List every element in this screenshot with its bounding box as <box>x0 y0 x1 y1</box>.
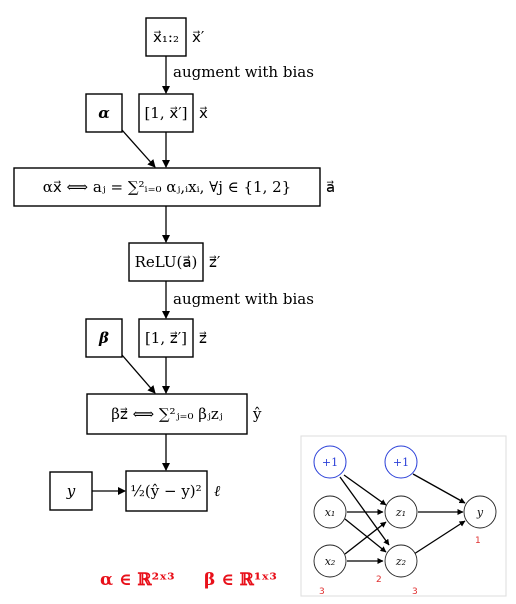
output-node-y-label: y <box>476 506 484 519</box>
bias-node-input <box>313 445 347 479</box>
output-node-y <box>463 495 497 529</box>
augmented-z-label: [1, z⃗′] <box>145 329 187 347</box>
hidden-node-z2-label: z₂ <box>395 555 406 568</box>
augment-label-2: augment with bias <box>173 290 314 308</box>
edge-b2-y <box>412 473 466 504</box>
z-prime-label: z⃗′ <box>209 253 221 271</box>
network-inset: +1 +1 x₁ x₂ z₁ z₂ y 1 2 3 3 <box>300 435 507 597</box>
input-x-box <box>145 17 187 57</box>
x-prime-label: x⃗′ <box>192 28 205 46</box>
bias-node-hidden-label: +1 <box>393 456 409 469</box>
edge-b1-z2 <box>339 476 390 546</box>
edge-x2-z1 <box>344 521 387 555</box>
y-hat-label: ŷ <box>252 405 262 423</box>
linear-layer-1-equation: αx⃗ ⟺ aⱼ = ∑²ᵢ₌₀ αⱼ,ᵢxᵢ, ∀j ∈ {1, 2} <box>43 178 291 196</box>
alpha-dimensions: α ∈ ℝ²ˣ³ <box>100 570 175 590</box>
alpha-label: α <box>98 104 110 122</box>
augmented-z-box <box>138 318 194 358</box>
beta-box <box>85 318 123 358</box>
augment-label-1: augment with bias <box>173 63 314 81</box>
flow-diagram: x⃗₁:₂ x⃗′ augment with bias α [1, x⃗′] x… <box>13 17 335 590</box>
alpha-box <box>85 93 123 133</box>
network-edges <box>339 473 466 564</box>
count-output: 1 <box>475 536 481 546</box>
loss-box <box>125 470 208 512</box>
x-vec-label: x⃗ <box>199 104 208 122</box>
target-y-box <box>49 471 93 511</box>
edge-b1-z1 <box>343 474 387 506</box>
beta-dimensions: β ∈ ℝ¹ˣ³ <box>204 570 277 590</box>
input-node-x2 <box>313 544 347 578</box>
edge-alpha-to-linear <box>121 129 156 168</box>
input-node-x1 <box>313 495 347 529</box>
linear-layer-1-box <box>13 167 321 207</box>
relu-label: ReLU(a⃗) <box>135 253 198 271</box>
z-vec-label: z⃗ <box>199 329 207 347</box>
bias-node-input-label: +1 <box>322 456 338 469</box>
linear-layer-2-box <box>86 393 248 435</box>
input-node-x2-label: x₂ <box>325 555 336 568</box>
augmented-x-label: [1, x⃗′] <box>144 104 187 122</box>
input-x-label: x⃗₁:₂ <box>153 28 179 46</box>
input-node-x1-label: x₁ <box>325 506 336 519</box>
hidden-node-z1-label: z₁ <box>395 506 406 519</box>
hidden-node-z1 <box>384 495 418 529</box>
target-y-label: y <box>66 482 76 500</box>
count-hidden: 2 <box>376 575 382 585</box>
bias-node-hidden <box>384 445 418 479</box>
loss-label: ½(ŷ − y)² <box>130 482 201 500</box>
edge-z2-y <box>413 520 466 555</box>
count-hidden-total: 3 <box>412 587 418 597</box>
count-input: 3 <box>319 587 325 597</box>
hidden-node-z2 <box>384 544 418 578</box>
beta-label: β <box>98 329 109 347</box>
ell-label: ℓ <box>214 482 220 500</box>
edge-beta-to-linear <box>121 354 156 394</box>
linear-layer-2-equation: βz⃗ ⟺ ∑²ⱼ₌₀ βⱼzⱼ <box>111 405 223 423</box>
edge-x1-z2 <box>344 518 387 553</box>
a-vec-label: a⃗ <box>326 178 335 196</box>
